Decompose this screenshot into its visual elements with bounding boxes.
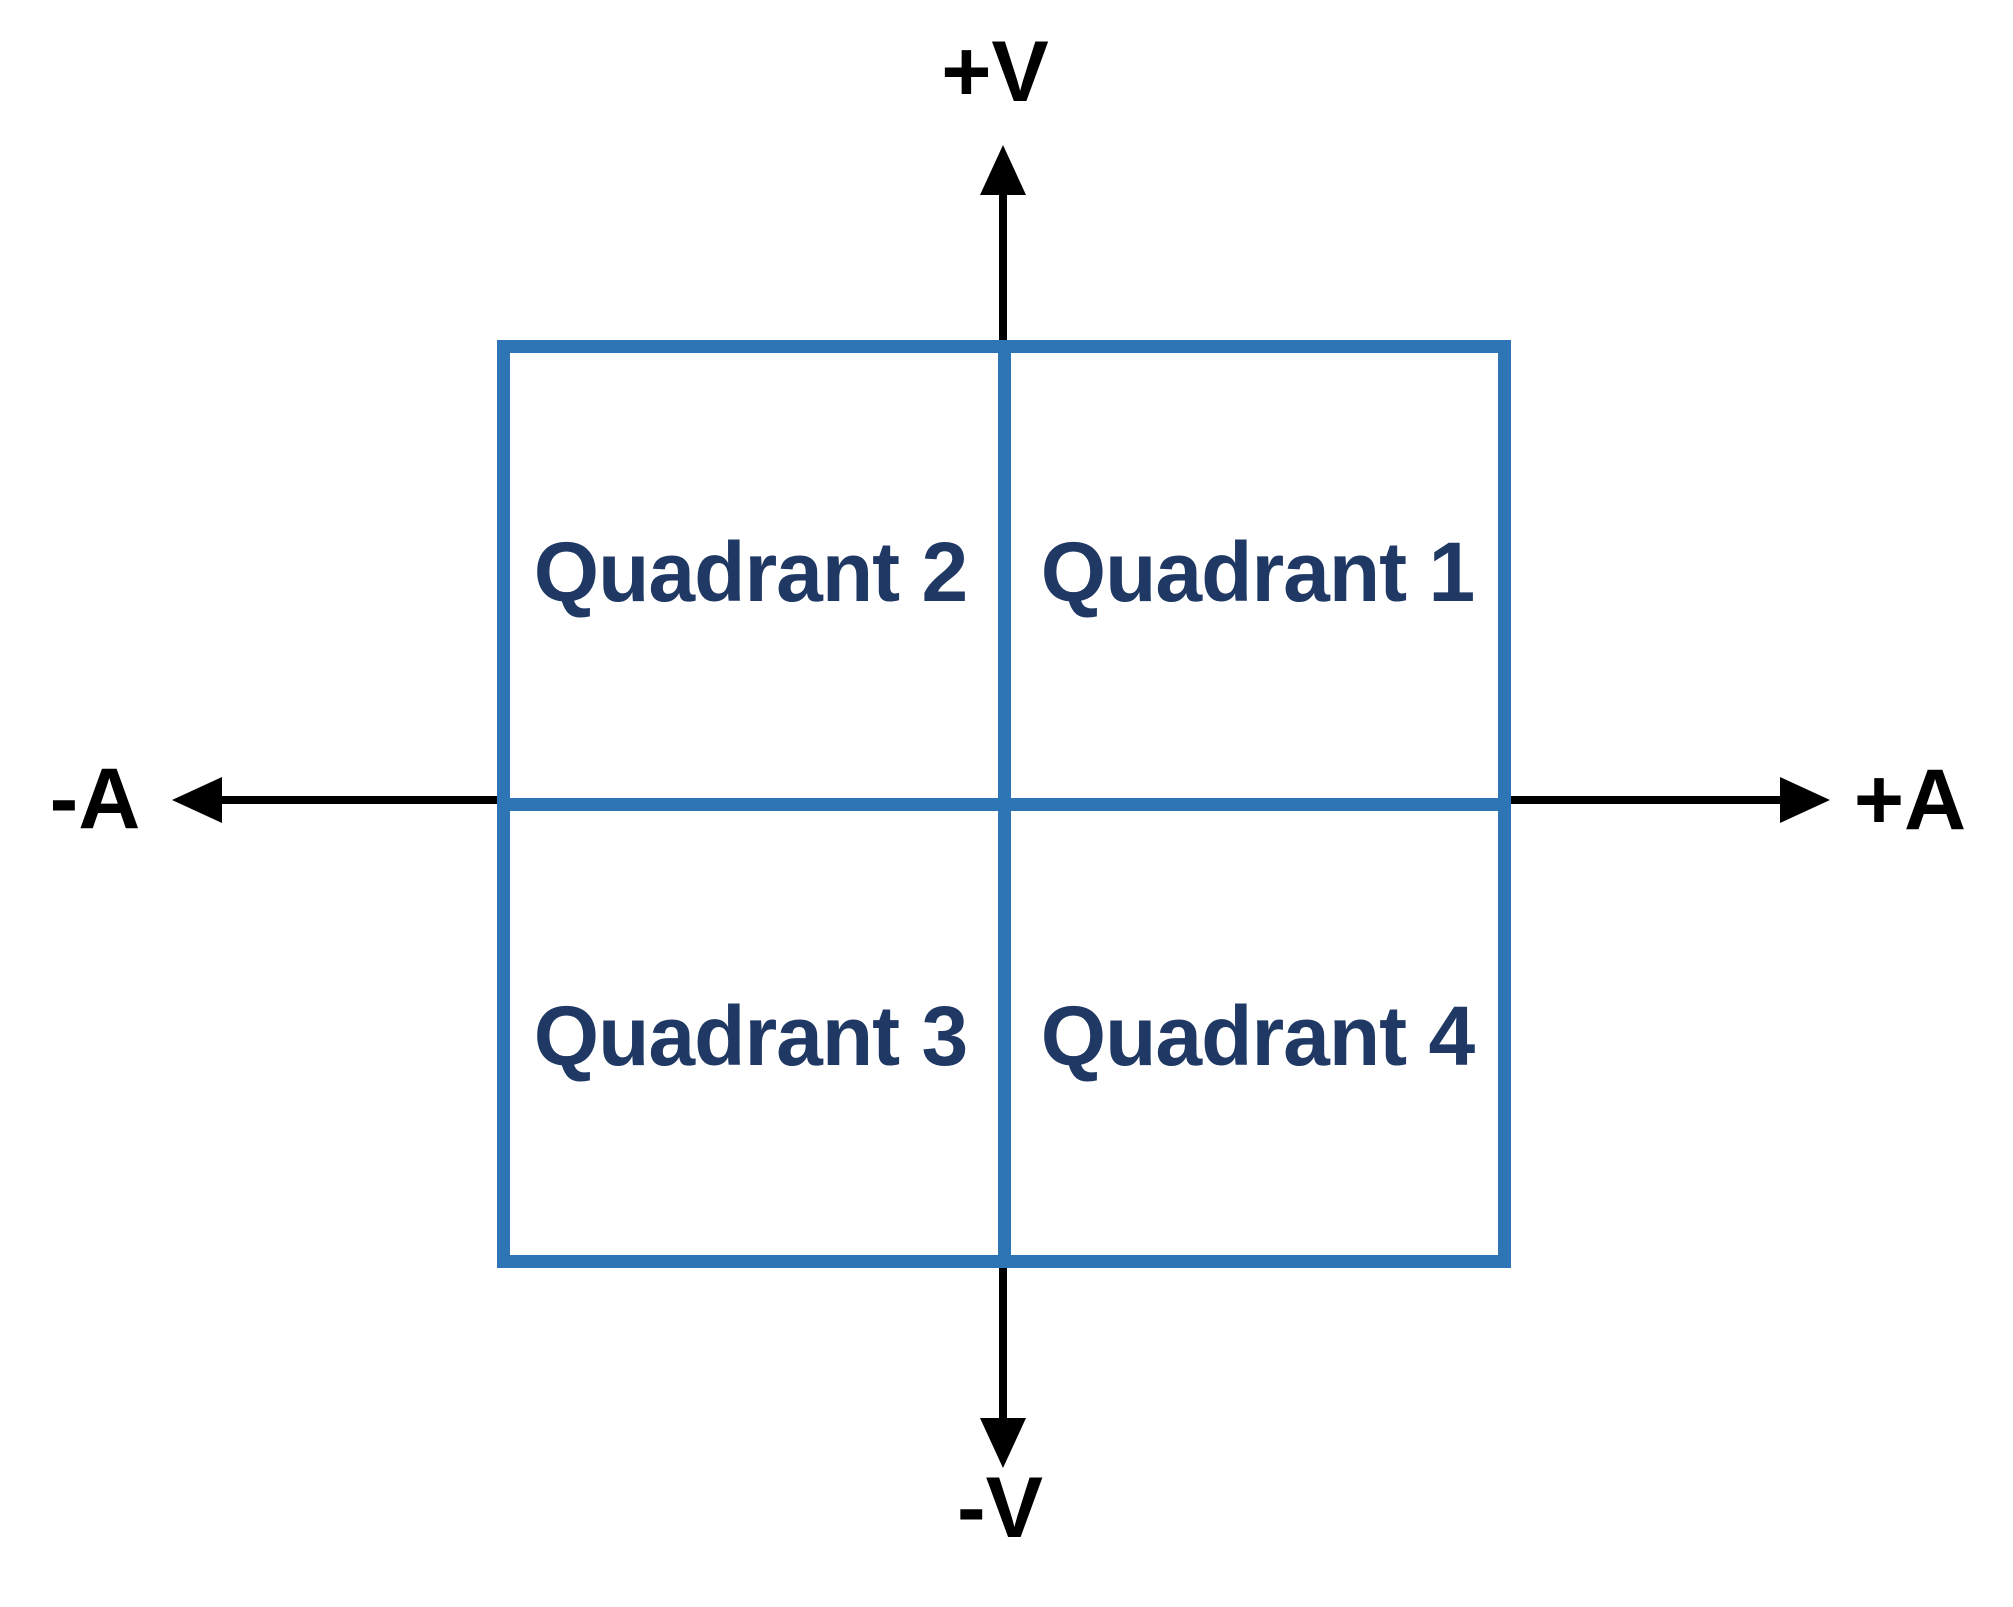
positive-a-axis-line	[1511, 796, 1780, 804]
positive-v-label: +V	[941, 24, 1049, 120]
quadrant-3-cell: Quadrant 3	[497, 804, 1004, 1268]
quadrant-2-cell: Quadrant 2	[497, 340, 1004, 804]
quadrant-2-label: Quadrant 2	[533, 524, 968, 619]
negative-v-label: -V	[957, 1460, 1043, 1556]
negative-a-axis-line	[222, 796, 497, 804]
down-arrowhead-icon	[980, 1418, 1026, 1468]
quadrant-4-label: Quadrant 4	[1040, 988, 1475, 1083]
negative-v-axis-line	[999, 1268, 1007, 1418]
positive-a-label: +A	[1853, 752, 1967, 848]
up-arrowhead-icon	[980, 145, 1026, 195]
quadrant-3-label: Quadrant 3	[533, 988, 968, 1083]
negative-a-label: -A	[49, 751, 141, 847]
quadrant-1-label: Quadrant 1	[1040, 524, 1475, 619]
horizontal-divider	[497, 798, 1511, 811]
quadrant-1-cell: Quadrant 1	[1004, 340, 1511, 804]
right-arrowhead-icon	[1780, 777, 1830, 823]
left-arrowhead-icon	[172, 777, 222, 823]
positive-v-axis-line	[999, 193, 1007, 340]
quadrant-4-cell: Quadrant 4	[1004, 804, 1511, 1268]
